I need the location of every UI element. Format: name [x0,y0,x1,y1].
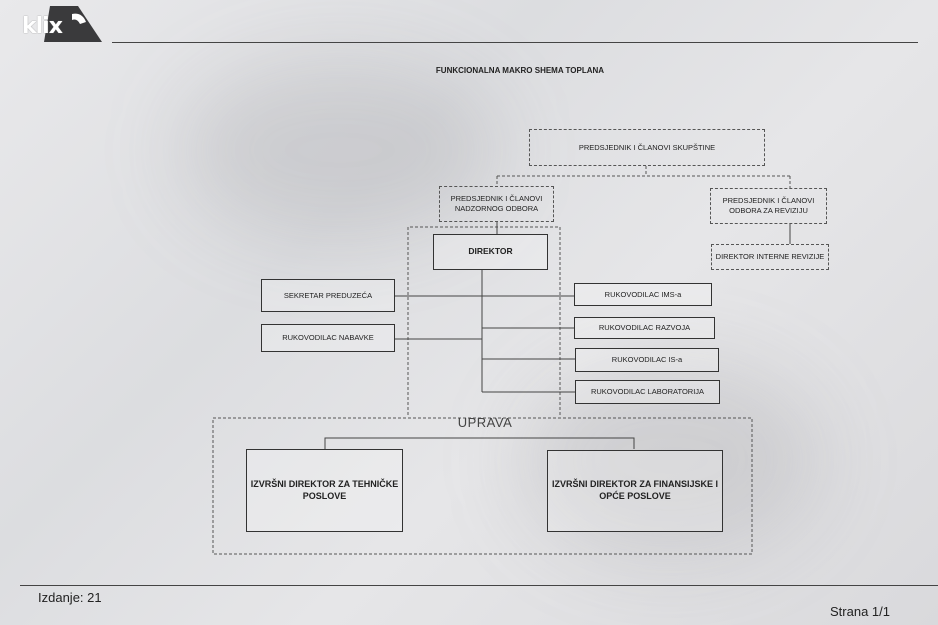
node-laboratorij: RUKOVODILAC LABORATORIJA [575,380,720,404]
header-rule [112,42,918,43]
footer-strana: Strana 1/1 [830,604,890,619]
footer-rule [20,585,938,586]
uprava-label: UPRAVA [457,415,513,430]
node-direktor: DIREKTOR [433,234,548,270]
node-tehnicki-direktor: IZVRŠNI DIREKTOR ZA TEHNIČKE POSLOVE [246,449,403,532]
node-skupstina: PREDSJEDNIK I ČLANOVI SKUPŠTINE [529,129,765,166]
node-odbor-revizija: PREDSJEDNIK I ČLANOVI ODBORA ZA REVIZIJU [710,188,827,224]
logo-text: klix [22,14,63,39]
diagram-title: FUNKCIONALNA MAKRO SHEMA TOPLANA [435,66,605,75]
node-ims: RUKOVODILAC IMS-a [574,283,712,306]
node-nabavka: RUKOVODILAC NABAVKE [261,324,395,352]
node-razvoj: RUKOVODILAC RAZVOJA [574,317,715,339]
node-is: RUKOVODILAC IS-a [575,348,719,372]
node-interna-revizija: DIREKTOR INTERNE REVIZIJE [711,244,829,270]
node-finansijski-direktor: IZVRŠNI DIREKTOR ZA FINANSIJSKE I OPĆE P… [547,450,723,532]
node-nadzorni-odbor: PREDSJEDNIK I ČLANOVI NADZORNOG ODBORA [439,186,554,222]
paper-shadow [520,360,820,560]
footer-izdanje: Izdanje: 21 [38,590,102,605]
paper-shadow [180,60,500,240]
klix-logo-icon [44,6,102,42]
node-sekretar: SEKRETAR PREDUZEĆA [261,279,395,312]
